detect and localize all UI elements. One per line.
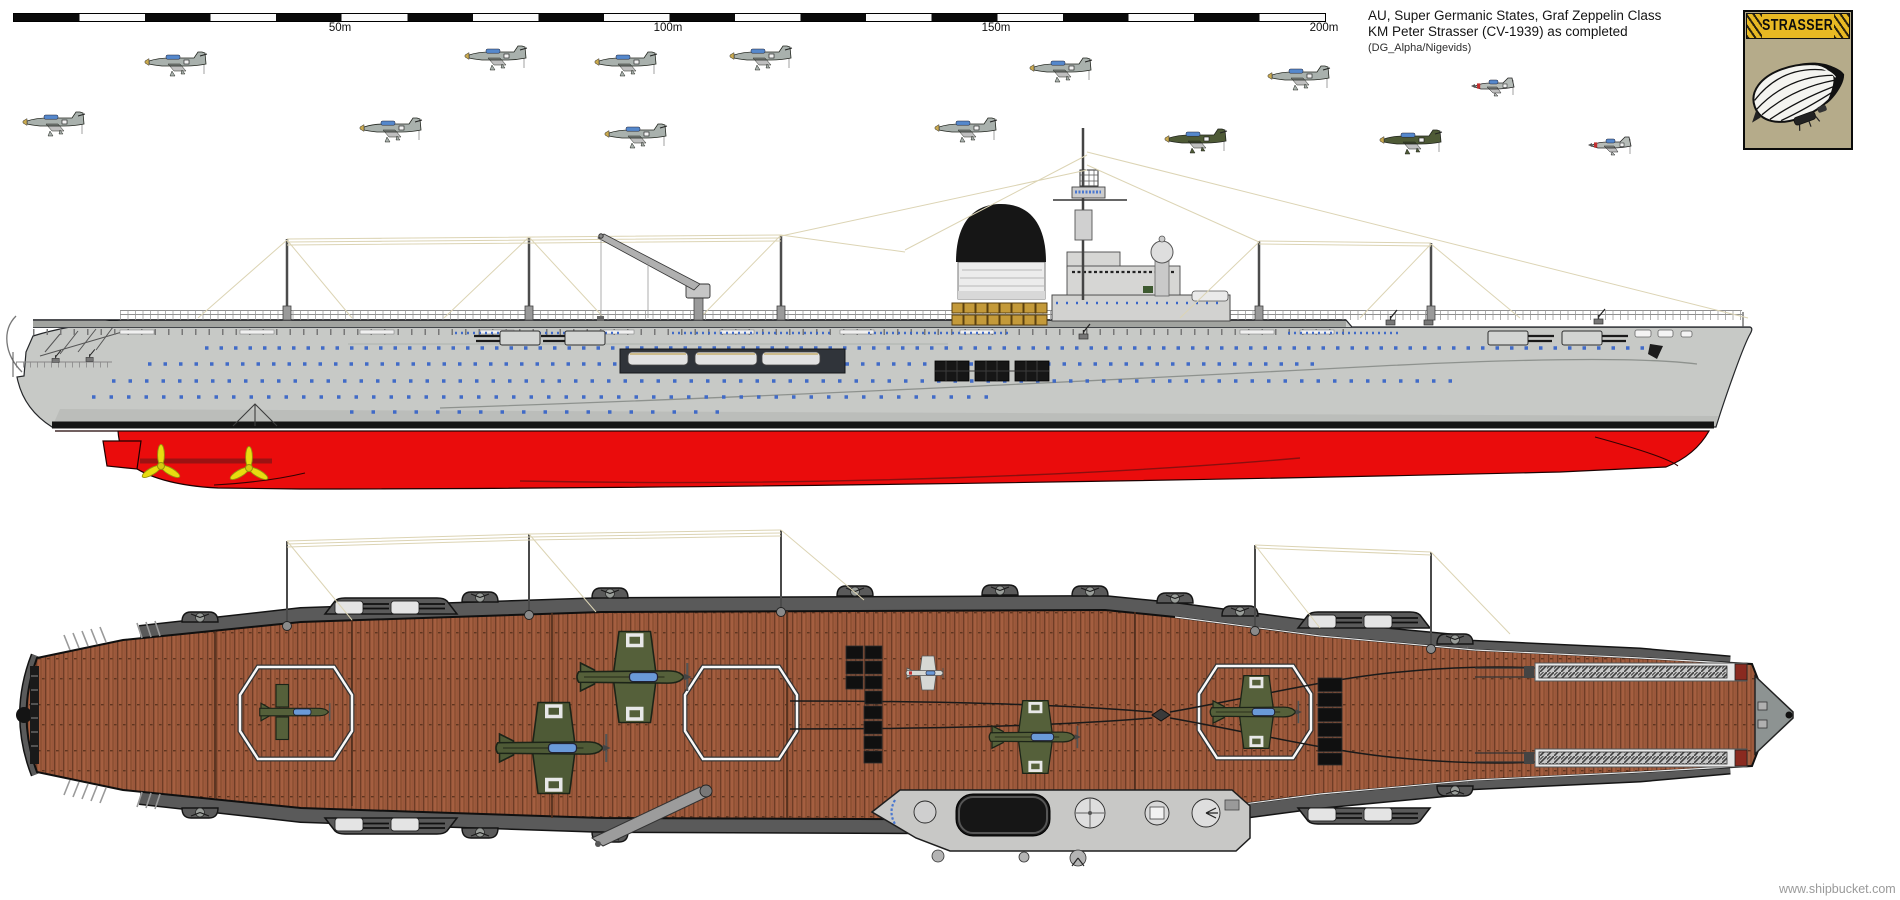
flying-stuka-3 xyxy=(594,51,658,77)
side-profile-view xyxy=(6,128,1753,490)
ship-crest: STRASSER xyxy=(1743,10,1853,150)
title-block: AU, Super Germanic States, Graf Zeppelin… xyxy=(1368,8,1661,54)
hangar-vents xyxy=(934,360,1050,382)
title-line-1: AU, Super Germanic States, Graf Zeppelin… xyxy=(1368,8,1662,23)
scale-label-100m: 100m xyxy=(653,22,683,34)
rudder xyxy=(102,440,142,470)
stern-gallery xyxy=(6,315,123,377)
banner-hatch-left xyxy=(1747,14,1762,38)
focsle-fittings xyxy=(1385,308,1744,359)
top-view-masts xyxy=(282,529,1511,654)
flying-stuka-green-2 xyxy=(1379,129,1443,155)
anchor xyxy=(1648,344,1663,359)
funnel-cap xyxy=(956,204,1046,262)
flying-stuka-4 xyxy=(729,45,793,71)
flying-stuka-10 xyxy=(934,117,998,143)
scale-label-150m: 150m xyxy=(981,22,1011,34)
flying-fighter-2 xyxy=(1587,136,1632,156)
boat-crane xyxy=(597,233,711,321)
crest-banner: STRASSER xyxy=(1746,13,1850,39)
scale-label-200m: 200m xyxy=(1309,22,1339,34)
watermark: www.shipbucket.com xyxy=(1779,882,1896,896)
propellers xyxy=(141,444,269,480)
island-deck-boxes xyxy=(845,645,1343,766)
top-plan-view xyxy=(16,529,1794,867)
title-line-2: KM Peter Strasser (CV-1939) as completed xyxy=(1368,23,1628,39)
island-top xyxy=(870,789,1251,867)
elevator-mid xyxy=(682,664,800,762)
flying-stuka-green-1 xyxy=(1164,128,1228,154)
ship-boats xyxy=(619,348,846,374)
flying-stuka-5 xyxy=(1029,57,1093,83)
arrestor-tracks xyxy=(789,666,1536,764)
zeppelin-icon xyxy=(1752,62,1845,131)
flying-fighter-1 xyxy=(1470,77,1515,97)
crest-name: STRASSER xyxy=(1762,17,1834,34)
scale-label-50m: 50m xyxy=(328,22,352,34)
elevators xyxy=(237,663,1314,762)
radio-masts xyxy=(282,235,1436,321)
title-line-3: (DG_Alpha/Nigevids) xyxy=(1368,42,1472,54)
life-raft-stacks xyxy=(951,302,1048,326)
flying-stuka-9 xyxy=(604,123,668,149)
funnel-top xyxy=(955,793,1051,837)
underwater-hull xyxy=(55,430,1711,490)
elevator-aft xyxy=(237,664,355,762)
catapult-tracks xyxy=(1475,662,1748,768)
flying-stuka-2 xyxy=(464,45,528,71)
casemate-turrets xyxy=(474,330,1628,346)
flying-stuka-8 xyxy=(359,117,423,143)
portholes xyxy=(92,331,1648,414)
funnel xyxy=(956,204,1046,300)
bow-tip xyxy=(1754,674,1794,756)
scale-bar xyxy=(13,13,1326,22)
flying-stuka-1 xyxy=(144,51,208,77)
flying-stuka-6 xyxy=(1267,65,1331,91)
banner-hatch-right xyxy=(1834,14,1849,38)
crane-top xyxy=(591,784,713,847)
flying-stuka-7 xyxy=(22,111,86,137)
island xyxy=(951,128,1231,340)
stern-top xyxy=(16,620,161,810)
rigging xyxy=(197,151,1749,319)
flying-aircraft-layer xyxy=(22,45,1632,156)
